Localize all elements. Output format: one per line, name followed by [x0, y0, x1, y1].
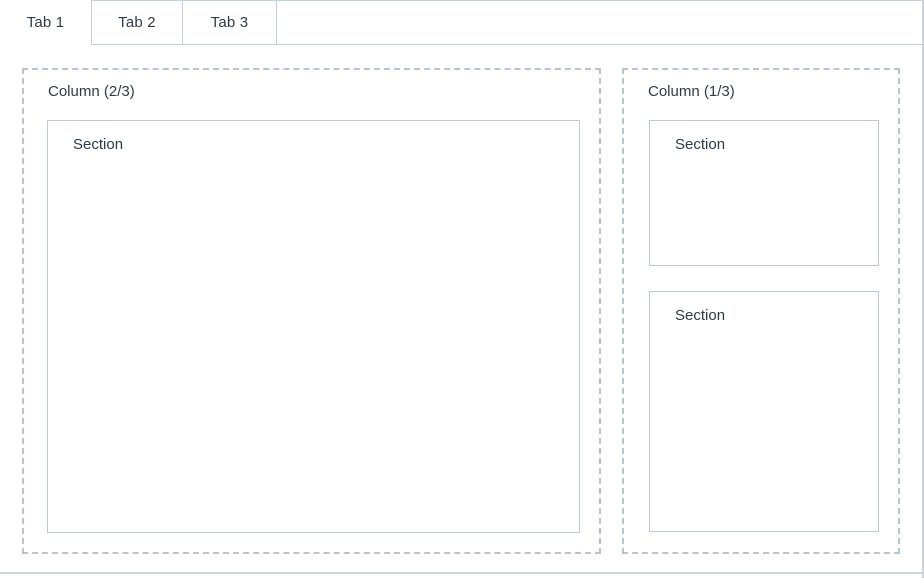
tab-3[interactable]: Tab 3 [182, 0, 277, 45]
tab-1[interactable]: Tab 1 [0, 0, 91, 45]
tab-2[interactable]: Tab 2 [91, 0, 182, 45]
column-two-thirds-label: Column (2/3) [48, 83, 135, 100]
section-box-main: Section [47, 120, 580, 533]
section-box-bottom: Section [649, 291, 879, 532]
tab-bar: Tab 1 Tab 2 Tab 3 [0, 0, 924, 45]
tab-2-label: Tab 2 [118, 14, 156, 31]
section-box-top: Section [649, 120, 879, 266]
tab-bar-filler [277, 0, 923, 45]
column-two-thirds: Column (2/3) Section [22, 68, 601, 554]
page-right-border [922, 0, 924, 578]
tab-1-label: Tab 1 [26, 14, 65, 31]
page-bottom-border [0, 572, 924, 574]
section-box-main-label: Section [73, 136, 124, 153]
tab-3-label: Tab 3 [210, 14, 249, 31]
column-one-third: Column (1/3) Section Section [622, 68, 900, 554]
section-box-bottom-label: Section [675, 307, 726, 324]
section-box-top-label: Section [675, 136, 726, 153]
column-one-third-label: Column (1/3) [648, 83, 735, 100]
